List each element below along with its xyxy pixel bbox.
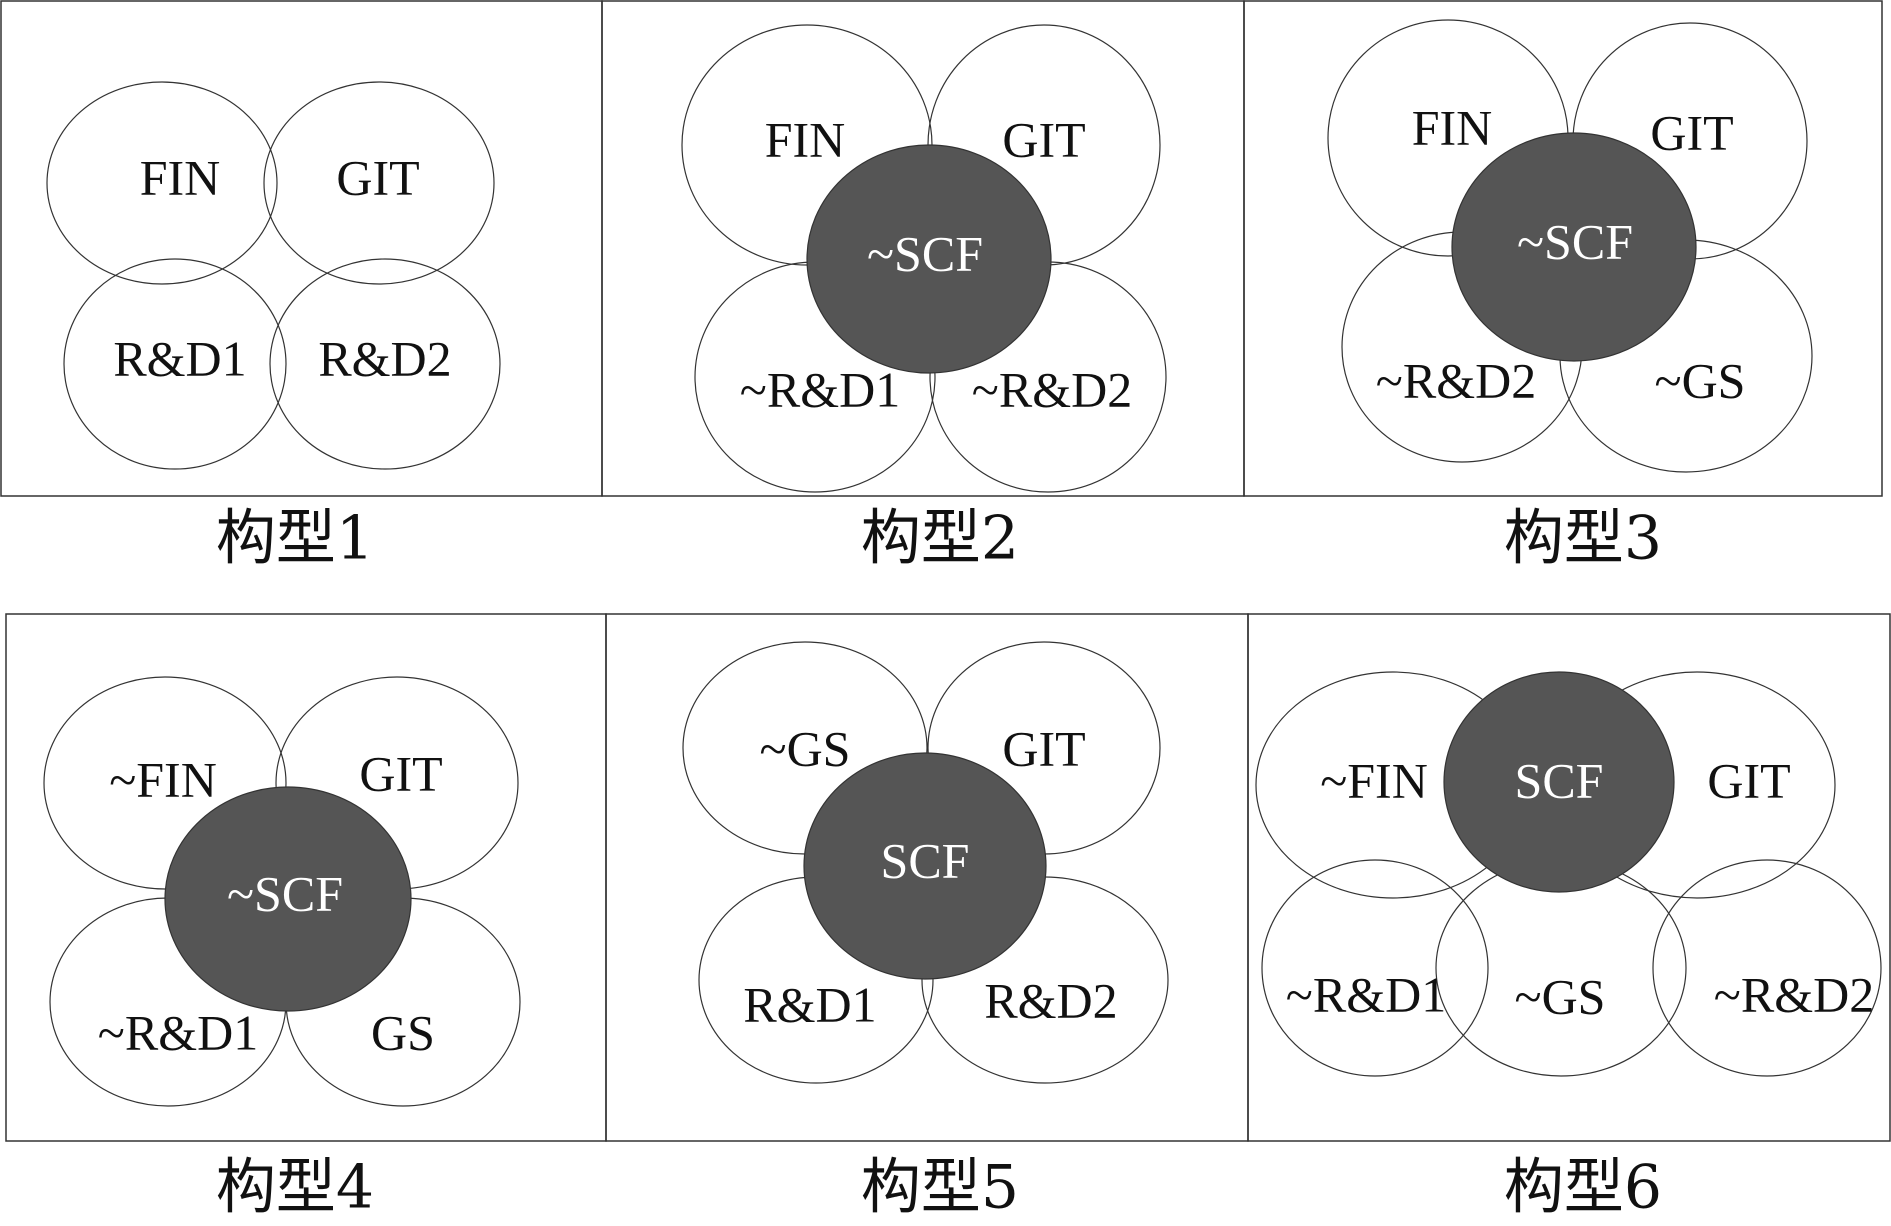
set-circle-rd1 [1261, 859, 1489, 1077]
set-label-scf: SCF [1515, 752, 1604, 808]
configuration-caption: 构型5 [861, 1153, 1019, 1223]
configuration-caption: 构型3 [1504, 504, 1662, 574]
set-circle-rd1 [63, 258, 287, 470]
set-label-rd1: R&D1 [113, 330, 246, 386]
set-circle-scf-core [1451, 132, 1697, 362]
set-label-scf: ~SCF [227, 865, 343, 921]
set-circle-fin [46, 81, 278, 285]
set-label-rd2: ~R&D2 [1376, 352, 1536, 408]
configuration-panel-1: FIN GIT R&D1 R&D2 构型1 [0, 0, 603, 574]
set-circle-rd2 [269, 258, 501, 470]
set-label-rd1: ~R&D1 [740, 361, 900, 417]
panel-frame [0, 0, 603, 497]
set-label-gs: ~GS [760, 720, 851, 776]
set-label-fin: ~FIN [109, 751, 217, 807]
set-label-rd2: ~R&D2 [972, 361, 1132, 417]
set-label-gs: ~GS [1655, 352, 1746, 408]
set-label-git: GIT [359, 745, 442, 801]
set-label-git: GIT [1002, 720, 1085, 776]
set-label-git: GIT [1650, 104, 1733, 160]
set-circle-scf-core [164, 786, 412, 1012]
set-label-rd1: ~R&D1 [1286, 966, 1446, 1022]
configuration-panel-2: FIN GIT ~R&D1 ~R&D2 ~SCF 构型2 [601, 0, 1245, 574]
set-circle-rd2 [1652, 859, 1882, 1077]
set-label-scf: ~SCF [867, 225, 983, 281]
configuration-caption: 构型1 [216, 504, 374, 574]
set-label-fin: FIN [1412, 99, 1493, 155]
set-circle-scf-core [803, 752, 1047, 980]
set-label-scf: ~SCF [1517, 213, 1633, 269]
configuration-panel-5: ~GS GIT R&D1 R&D2 SCF 构型5 [605, 613, 1249, 1223]
set-label-gs: GS [371, 1004, 435, 1060]
configuration-caption: 构型6 [1504, 1153, 1662, 1223]
set-label-git: GIT [1002, 111, 1085, 167]
set-label-fin: ~FIN [1320, 752, 1428, 808]
set-label-scf: SCF [881, 832, 970, 888]
set-label-rd2: R&D2 [984, 972, 1117, 1028]
configuration-caption: 构型4 [216, 1153, 374, 1223]
set-label-rd1: R&D1 [743, 976, 876, 1032]
configuration-panel-3: FIN GIT ~R&D2 ~GS ~SCF 构型3 [1243, 0, 1883, 574]
set-label-fin: FIN [140, 149, 221, 205]
set-label-rd2: R&D2 [318, 330, 451, 386]
configuration-panel-6: ~FIN GIT ~R&D1 ~GS ~R&D2 SCF 构型6 [1247, 613, 1891, 1223]
panel-frame [1247, 613, 1891, 1142]
set-label-gs: ~GS [1515, 968, 1606, 1024]
configuration-caption: 构型2 [861, 504, 1019, 574]
set-circle-scf-core [1443, 671, 1675, 893]
set-label-fin: FIN [765, 111, 846, 167]
set-label-git: GIT [336, 149, 419, 205]
set-label-rd2: ~R&D2 [1714, 966, 1874, 1022]
set-label-rd1: ~R&D1 [98, 1004, 258, 1060]
panel-frame [1243, 0, 1883, 497]
configuration-panel-4: ~FIN GIT ~R&D1 GS ~SCF 构型4 [5, 613, 607, 1223]
set-circle-scf-core [806, 144, 1052, 374]
set-label-git: GIT [1707, 752, 1790, 808]
set-circle-git [263, 81, 495, 285]
